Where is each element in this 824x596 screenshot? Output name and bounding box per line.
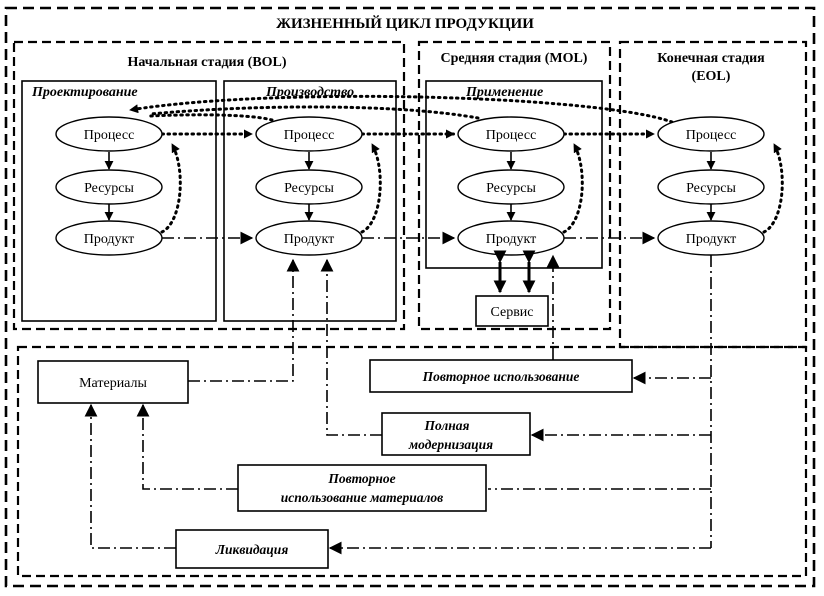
eol-product-label: Продукт [686,232,737,247]
design-process-label: Процесс [84,128,135,143]
usage-process-label: Процесс [486,128,537,143]
usage-product-label: Продукт [486,232,537,247]
bol-stage-label: Начальная стадия (BOL) [127,55,286,70]
production-product-node [255,220,363,256]
usage-process-node [457,116,565,152]
material-reuse-box [237,464,487,512]
mol-stage-label: Средняя стадия (MOL) [441,51,588,66]
design-product-node [55,220,163,256]
design-product-label: Продукт [84,232,135,247]
service-label: Сервис [490,305,533,320]
outer-frame [4,6,816,588]
modernization-label-line1: Полная [423,418,469,433]
material-reuse-label-line2: использование материалов [281,490,443,505]
process-dotted-links [128,94,674,139]
reuse-box [369,359,633,393]
service-double-arrows [493,250,536,294]
materials-box [37,360,189,404]
usage-resources-label: Ресурсы [486,181,536,196]
bol-frame [12,40,406,331]
design-resources-node [55,169,163,205]
production-resources-node [255,169,363,205]
production-resources-label: Ресурсы [284,181,334,196]
design-process-node [55,116,163,152]
recovery-dashdot-links [84,254,712,555]
usage-label: Применение [465,85,543,100]
modernization-box [381,412,531,456]
modernization-label-line2: модернизация [408,437,493,452]
disposal-label: Ликвидация [215,542,289,557]
eol-process-node [657,116,765,152]
production-process-node [255,116,363,152]
service-box [475,295,549,327]
eol-frame [618,40,808,349]
eol-process-label: Процесс [686,128,737,143]
disposal-box [175,529,329,569]
mol-frame [417,40,612,331]
design-resources-label: Ресурсы [84,181,134,196]
design-label: Проектирование [31,85,138,100]
reuse-label: Повторное использование [422,369,580,384]
eol-resources-label: Ресурсы [686,181,736,196]
usage-product-node [457,220,565,256]
production-process-label: Процесс [284,128,335,143]
eol-resources-node [657,169,765,205]
eol-stage-label-line2: (EOL) [692,69,731,84]
column-flow-arrows [104,152,716,221]
feedback-dotted-arrows [160,142,784,234]
material-reuse-label-line1: Повторное [327,471,395,486]
diagram-title: ЖИЗНЕННЫЙ ЦИКЛ ПРОДУКЦИИ [276,15,534,32]
production-product-label: Продукт [284,232,335,247]
usage-resources-node [457,169,565,205]
materials-label: Материалы [79,376,147,391]
recovery-frame [16,345,808,578]
eol-stage-label-line1: Конечная стадия [657,51,765,66]
